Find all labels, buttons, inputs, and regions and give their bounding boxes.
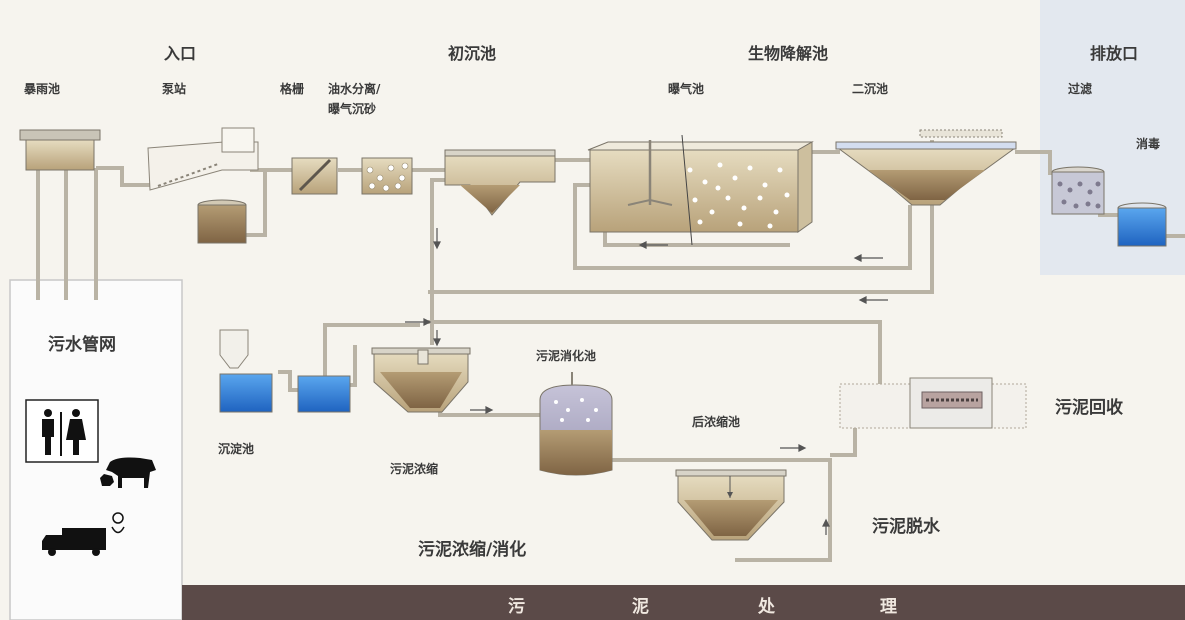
storm-tank-label: 暴雨池 [24,82,61,96]
pump-sump [197,199,247,244]
cattle-icon [100,457,156,488]
dewatering-machine [839,377,1027,429]
pump-station-label: 泵站 [162,82,187,96]
oil-separation-tank [361,157,413,195]
sediment-tank-1 [219,373,273,413]
aeration-tank [587,134,814,246]
sludge-dewatering-label: 污泥脱水 [872,517,940,537]
storm-tank [19,129,101,171]
filter-label: 过滤 [1068,82,1093,96]
sediment-tank-label: 沉淀池 [218,442,255,456]
grille-tank [291,157,338,195]
aeration-tank-label: 曝气池 [668,82,705,96]
sediment-tank-2 [297,375,351,413]
primary-clarifier [444,149,556,216]
sediment-hopper [219,329,249,369]
oil-separation-label: 油水分离/ [328,82,381,96]
filter-tank [1051,166,1105,215]
banner-char-2: 泥 [632,597,649,617]
sludge-thickener [371,347,471,413]
entry-label: 入口 [164,44,197,63]
aerated-grit-label: 曝气沉砂 [328,102,377,116]
primary-clarifier-label: 初沉池 [448,44,497,63]
banner-char-3: 处 [758,597,775,617]
thicken-digest-label: 污泥浓缩/消化 [418,540,527,560]
sludge-banner [182,585,1185,620]
disinfection-tank [1117,202,1167,247]
secondary-clarifier-label: 二沉池 [852,82,889,96]
sewer-network-label: 污水管网 [48,335,116,355]
post-thickener [675,469,787,541]
biodegradation-label: 生物降解池 [748,44,829,63]
banner-char-1: 污 [508,597,525,617]
secondary-clarifier [835,129,1017,206]
grille-label: 格栅 [280,82,305,96]
sludge-digester-label: 污泥消化池 [536,349,597,363]
post-thickener-label: 后浓缩池 [692,415,741,429]
sludge-thickening-label: 污泥浓缩 [390,462,439,476]
banner-char-4: 理 [880,597,897,617]
sludge-recycle-label: 污泥回收 [1055,398,1123,418]
disinfection-label: 消毒 [1136,137,1161,151]
restroom-icon [25,399,99,463]
outlet-label: 排放口 [1090,44,1139,63]
sludge-digester [539,372,613,476]
truck-icon [42,512,125,556]
pump-station [147,127,259,191]
